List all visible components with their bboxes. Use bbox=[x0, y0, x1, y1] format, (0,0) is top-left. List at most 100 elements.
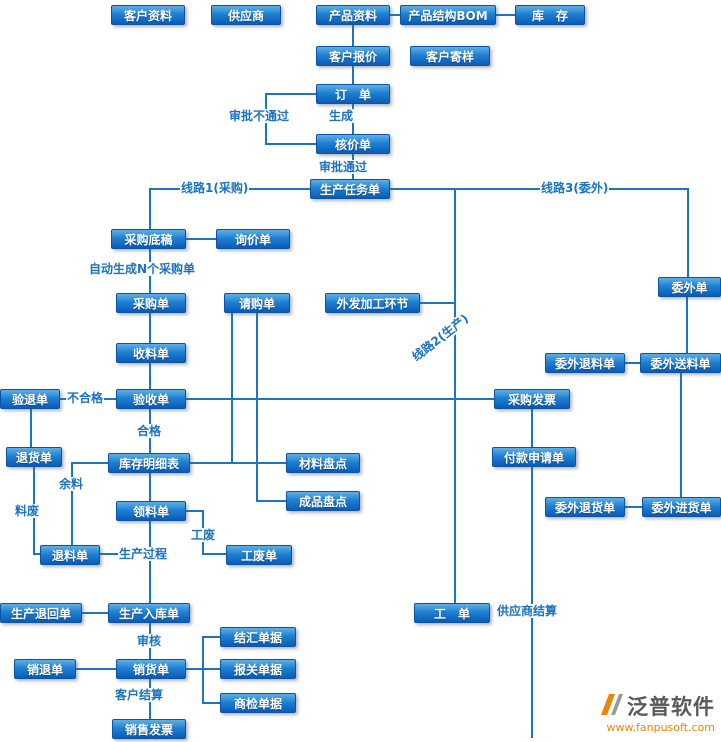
edge-label-unqualified: 不合格 bbox=[66, 391, 105, 405]
node-supplier: 供应商 bbox=[211, 5, 281, 25]
node-purchase-request: 请购单 bbox=[224, 293, 290, 313]
node-purchase-order: 采购单 bbox=[116, 293, 186, 313]
edge-label-customer-settlement: 客户结算 bbox=[114, 688, 165, 702]
connector-line bbox=[531, 467, 533, 738]
connector-line bbox=[71, 462, 108, 464]
node-outsourcing-process: 外发加工环节 bbox=[325, 293, 420, 313]
connector-line bbox=[531, 409, 533, 447]
connector-line bbox=[149, 521, 151, 603]
node-outsourcing-incoming: 委外进货单 bbox=[642, 497, 721, 517]
connector-line bbox=[256, 500, 286, 502]
node-work-waste-order: 工废单 bbox=[226, 545, 292, 565]
node-production-warehouse-entry: 生产入库单 bbox=[108, 603, 190, 623]
node-return-goods: 退货单 bbox=[6, 447, 62, 467]
connector-line bbox=[149, 188, 151, 229]
connector-line bbox=[352, 66, 354, 84]
edge-label-generate: 生成 bbox=[328, 109, 355, 123]
connector-line bbox=[420, 302, 454, 304]
node-material-receiving: 收料单 bbox=[116, 343, 186, 363]
edge-label-supplier-settlement: 供应商结算 bbox=[496, 604, 559, 618]
connector-line bbox=[149, 473, 151, 501]
connector-line bbox=[33, 553, 40, 555]
edge-label-auto-generate-n-po: 自动生成N个采购单 bbox=[88, 262, 197, 276]
edge-label-production-process: 生产过程 bbox=[118, 547, 169, 561]
connector-line bbox=[202, 636, 220, 638]
node-finished-stocktake: 成品盘点 bbox=[286, 491, 360, 511]
connector-line bbox=[186, 668, 202, 670]
connector-line bbox=[231, 313, 233, 463]
node-sales-order: 销货单 bbox=[116, 659, 186, 679]
node-outsourcing-return-goods: 委外退货单 bbox=[545, 497, 625, 517]
brand-url: www.fanpusoft.com bbox=[606, 721, 715, 734]
connector-line bbox=[202, 702, 220, 704]
node-outsourcing-return-material: 委外退料单 bbox=[545, 353, 625, 373]
edge-label-approval-pass: 审批通过 bbox=[318, 160, 369, 174]
connector-line bbox=[352, 25, 354, 46]
node-outsourcing-order: 委外单 bbox=[658, 277, 721, 297]
brand-name: 泛普软件 bbox=[627, 695, 715, 719]
connector-line bbox=[202, 668, 220, 670]
edge-label-audit: 审核 bbox=[136, 634, 163, 648]
connector-line bbox=[82, 612, 108, 614]
node-inventory: 库 存 bbox=[515, 5, 585, 25]
node-product-info: 产品资料 bbox=[316, 5, 390, 25]
connector-line bbox=[202, 636, 204, 704]
node-customer-info: 客户资料 bbox=[111, 5, 185, 25]
node-sales-return: 销退单 bbox=[14, 659, 76, 679]
connector-line bbox=[496, 14, 515, 16]
connector-line bbox=[687, 188, 689, 277]
connector-line bbox=[390, 14, 400, 16]
node-acceptance: 验收单 bbox=[116, 389, 186, 409]
connector-line bbox=[149, 313, 151, 343]
connector-line bbox=[680, 373, 682, 497]
node-order: 订 单 bbox=[316, 84, 390, 104]
node-inquiry: 询价单 bbox=[216, 229, 290, 249]
edge-label-route3-outsourcing: 线路3(委外) bbox=[540, 181, 610, 195]
connector-line bbox=[76, 668, 116, 670]
node-production-task: 生产任务单 bbox=[310, 179, 390, 199]
node-payment-request: 付款申请单 bbox=[492, 447, 576, 467]
node-material-requisition: 领料单 bbox=[116, 501, 186, 521]
node-sales-invoice: 销售发票 bbox=[112, 719, 186, 739]
connector-line bbox=[454, 188, 456, 603]
edge-label-surplus-material: 余料 bbox=[58, 477, 85, 491]
node-work-order: 工 单 bbox=[414, 603, 490, 623]
node-production-return: 生产退回单 bbox=[0, 603, 82, 623]
connector-line bbox=[186, 398, 494, 400]
node-material-stocktake: 材料盘点 bbox=[286, 453, 360, 473]
connector-line bbox=[390, 188, 688, 190]
connector-line bbox=[71, 462, 73, 545]
edge-label-route1-purchase: 线路1(采购) bbox=[180, 181, 250, 195]
connector-line bbox=[265, 93, 316, 95]
edge-label-route2-production: 线路2(生产) bbox=[408, 310, 472, 365]
node-inventory-detail: 库存明细表 bbox=[108, 453, 190, 473]
watermark: 泛普软件 www.fanpusoft.com bbox=[599, 691, 715, 734]
edge-label-approval-fail: 审批不通过 bbox=[228, 109, 291, 123]
node-price-audit: 核价单 bbox=[316, 134, 390, 154]
edge-label-work-scrap: 工废 bbox=[190, 528, 217, 542]
connector-line bbox=[625, 362, 640, 364]
fanpu-logo-icon bbox=[599, 691, 623, 721]
connector-line bbox=[265, 143, 316, 145]
node-product-bom: 产品结构BOM bbox=[400, 5, 496, 25]
connector-line bbox=[256, 313, 258, 501]
connector-line bbox=[186, 238, 216, 240]
node-customs-doc: 报关单据 bbox=[220, 659, 296, 679]
node-outsourcing-send-material: 委外送料单 bbox=[640, 353, 721, 373]
node-inspection-return: 验退单 bbox=[0, 389, 60, 409]
node-material-return: 退料单 bbox=[40, 545, 100, 565]
connector-line bbox=[202, 553, 226, 555]
connector-line bbox=[186, 510, 202, 512]
node-settlement-doc: 结汇单据 bbox=[220, 627, 296, 647]
node-customer-quote: 客户报价 bbox=[316, 46, 390, 66]
connector-line bbox=[686, 297, 688, 353]
edge-label-material-scrap: 料废 bbox=[14, 504, 41, 518]
connector-line bbox=[30, 409, 32, 447]
connector-line bbox=[149, 363, 151, 389]
connector-line bbox=[625, 506, 642, 508]
node-purchase-draft: 采购底稿 bbox=[111, 229, 186, 249]
node-customer-sample: 客户寄样 bbox=[410, 46, 490, 66]
edge-label-qualified: 合格 bbox=[136, 424, 163, 438]
connector-line bbox=[190, 462, 286, 464]
